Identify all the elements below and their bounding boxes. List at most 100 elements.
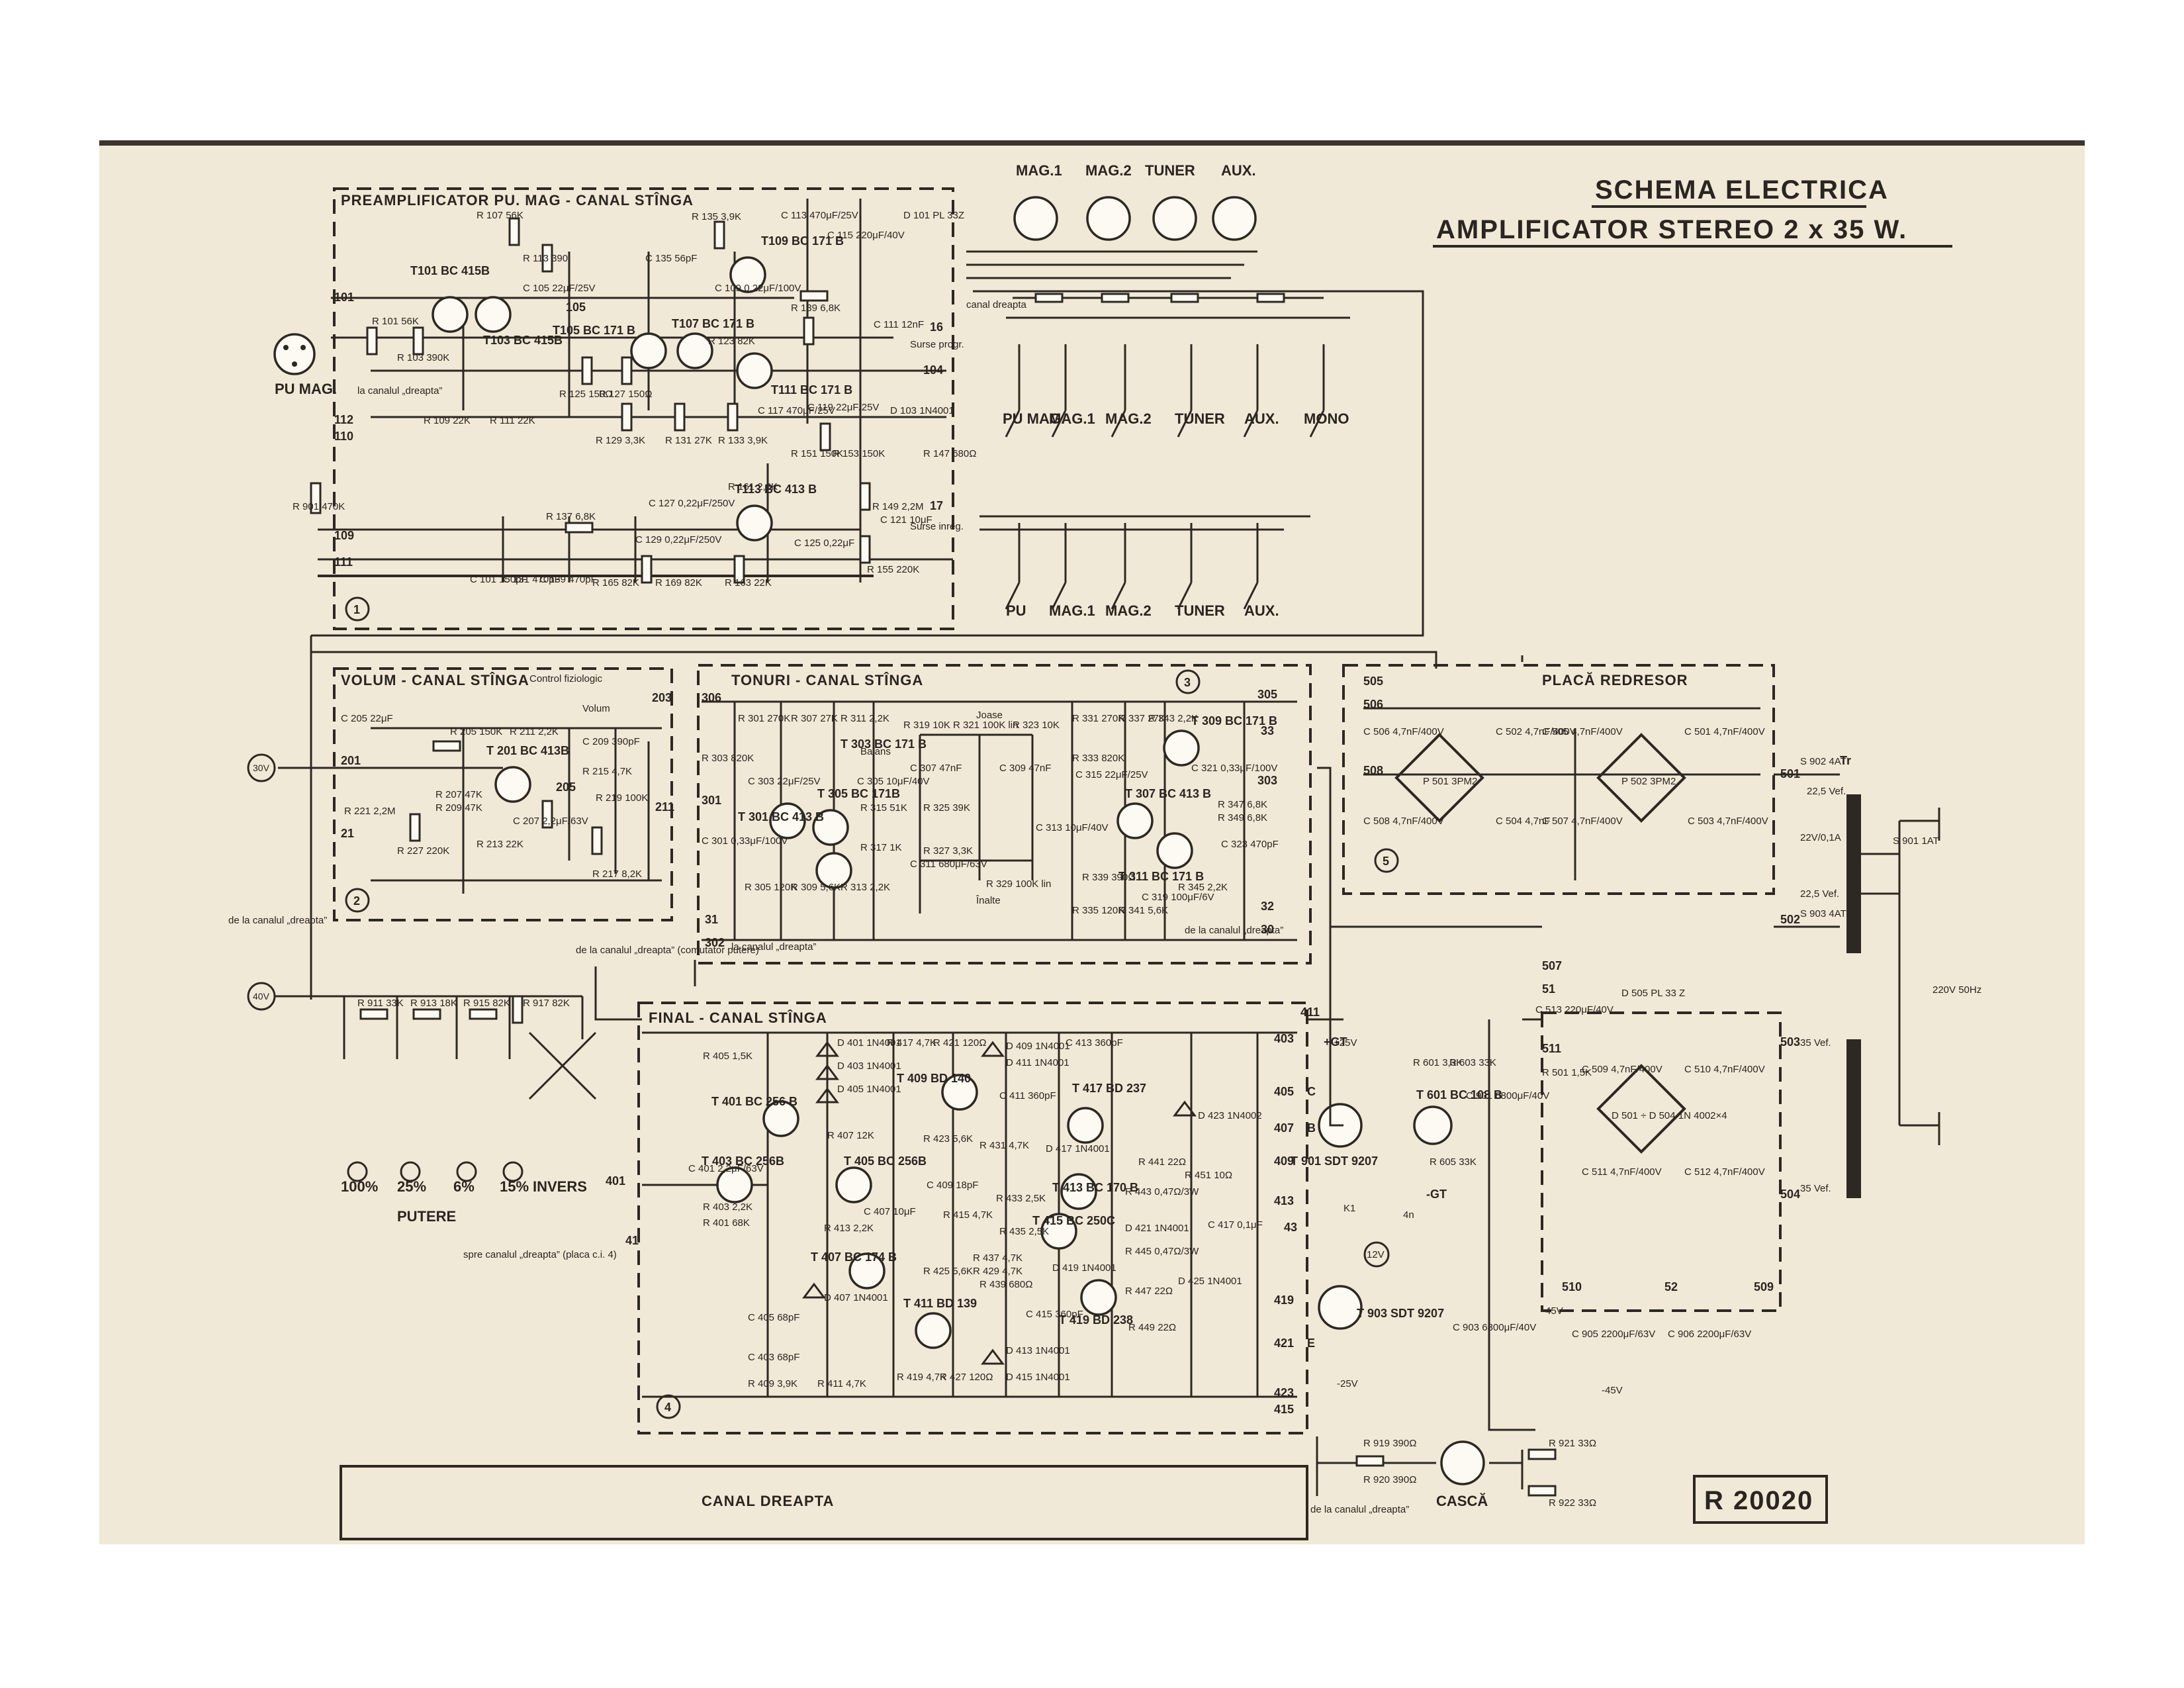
svg-text:C 415 360pF: C 415 360pF [1026, 1309, 1083, 1320]
svg-text:R 403 2,2K: R 403 2,2K [703, 1201, 752, 1213]
svg-text:TUNER: TUNER [1145, 162, 1195, 179]
balans-label: Balans [860, 746, 891, 757]
svg-text:P 502 3PM2: P 502 3PM2 [1621, 776, 1676, 787]
svg-text:R 501 1,5K: R 501 1,5K [1542, 1067, 1592, 1078]
svg-text:C 502 4,7nF/400V: C 502 4,7nF/400V [1496, 726, 1576, 737]
svg-text:T109 BC 171 B: T109 BC 171 B [761, 234, 844, 248]
preamp-block-number: 1 [353, 603, 360, 616]
svg-text:30: 30 [1261, 923, 1274, 936]
svg-text:R 347 6,8K: R 347 6,8K [1218, 799, 1267, 810]
svg-text:C 111 12nF: C 111 12nF [874, 319, 924, 330]
svg-text:R 215 4,7K: R 215 4,7K [582, 766, 632, 777]
svg-text:R 435 2,5K: R 435 2,5K [999, 1226, 1049, 1237]
svg-text:P 501 3PM2: P 501 3PM2 [1423, 776, 1477, 787]
svg-text:AUX.: AUX. [1221, 162, 1256, 179]
surse-inreg-label: Surse inreg. [910, 521, 964, 532]
svg-text:+25V: +25V [1334, 1037, 1357, 1049]
12v-marker [1363, 1241, 1390, 1268]
svg-text:41: 41 [625, 1234, 639, 1247]
svg-text:100%: 100% [341, 1178, 378, 1195]
surse-progr-label: Surse progr. [910, 339, 964, 350]
svg-text:R 307 27K: R 307 27K [791, 713, 838, 724]
svg-text:R 919 390Ω: R 919 390Ω [1363, 1438, 1416, 1449]
svg-text:D 413 1N4001: D 413 1N4001 [1006, 1345, 1070, 1356]
svg-text:R 315 51K: R 315 51K [860, 802, 907, 814]
svg-text:35 Vef.: 35 Vef. [1800, 1183, 1831, 1194]
svg-text:R 153 150K: R 153 150K [833, 448, 885, 459]
svg-text:R 313 2,2K: R 313 2,2K [841, 882, 890, 893]
svg-text:C 417 0,1μF: C 417 0,1μF [1208, 1219, 1263, 1231]
svg-text:R 409 3,9K: R 409 3,9K [748, 1378, 797, 1389]
svg-text:T 417 BD 237: T 417 BD 237 [1072, 1082, 1146, 1095]
svg-text:T107 BC 171 B: T107 BC 171 B [672, 317, 754, 330]
svg-text:C 513 220μF/40V: C 513 220μF/40V [1535, 1004, 1614, 1015]
input-40v-text: 40V [253, 991, 270, 1002]
svg-text:R 922 33Ω: R 922 33Ω [1549, 1497, 1596, 1509]
power-switch-labels: R 911 33K R 913 18K R 915 82K R 917 82K … [341, 945, 759, 1260]
svg-text:C 109 0,22μF/100V: C 109 0,22μF/100V [715, 283, 801, 294]
svg-text:306: 306 [702, 691, 721, 704]
svg-text:R 917 82K: R 917 82K [523, 998, 570, 1009]
svg-text:R 349 6,8K: R 349 6,8K [1218, 812, 1267, 823]
svg-text:R 325 39K: R 325 39K [923, 802, 970, 814]
svg-text:R 149 2,2M: R 149 2,2M [872, 501, 924, 512]
redresor-block-label: PLACĂ REDRESOR [1542, 672, 1688, 688]
selector-top-labels: PU MAG. MAG.1 MAG.2 TUNER AUX. MONO [1003, 410, 1349, 427]
svg-text:C 504 4,7nF: C 504 4,7nF [1496, 816, 1551, 827]
svg-text:R 213 22K: R 213 22K [477, 839, 523, 850]
svg-text:4n: 4n [1403, 1209, 1414, 1221]
svg-text:503: 503 [1780, 1035, 1800, 1049]
svg-text:D 419 1N4001: D 419 1N4001 [1052, 1262, 1116, 1274]
svg-text:T 415 BC 250C: T 415 BC 250C [1032, 1214, 1115, 1227]
svg-text:D 423 1N4002: D 423 1N4002 [1198, 1110, 1262, 1121]
svg-text:C 115 220μF/40V: C 115 220μF/40V [827, 230, 905, 241]
svg-text:52: 52 [1664, 1280, 1678, 1293]
svg-text:R 151 150K: R 151 150K [791, 448, 843, 459]
svg-text:R 209 47K: R 209 47K [435, 802, 482, 814]
casca-note: de la canalul „dreapta” [1310, 1504, 1409, 1515]
svg-text:409: 409 [1274, 1154, 1294, 1168]
svg-text:D 415 1N4001: D 415 1N4001 [1006, 1372, 1070, 1383]
svg-text:506: 506 [1363, 698, 1383, 711]
svg-text:R 439 680Ω: R 439 680Ω [979, 1279, 1032, 1290]
svg-text:R 163 22K: R 163 22K [725, 577, 772, 588]
final-block-label: FINAL - CANAL STÎNGA [649, 1009, 827, 1026]
svg-text:403: 403 [1274, 1032, 1294, 1045]
svg-text:32: 32 [1261, 900, 1274, 913]
svg-text:S 902 4AT: S 902 4AT [1800, 756, 1846, 767]
svg-text:R 331 270K: R 331 270K [1072, 713, 1124, 724]
svg-text:R 303 820K: R 303 820K [702, 753, 754, 764]
svg-text:T 409 BD 140: T 409 BD 140 [897, 1072, 971, 1085]
svg-text:109: 109 [334, 529, 354, 542]
svg-text:R 603 33K: R 603 33K [1449, 1057, 1496, 1068]
svg-text:R 339 390Ω: R 339 390Ω [1082, 872, 1135, 883]
final-nodes: 401 403 405 407 409 411 413 415 419 421 … [606, 1006, 1447, 1416]
tonuri-component-labels: T 301 BC 413 B T 303 BC 171 B T 305 BC 1… [702, 688, 1279, 949]
svg-text:TUNER: TUNER [1175, 410, 1225, 427]
svg-text:T105 BC 171 B: T105 BC 171 B [553, 324, 635, 337]
svg-text:R 221 2,2M: R 221 2,2M [344, 806, 396, 817]
redresor-block-number: 5 [1383, 855, 1389, 868]
schematic-title: SCHEMA ELECTRICA [1595, 175, 1889, 205]
svg-text:T 405 BC 256B: T 405 BC 256B [844, 1154, 927, 1168]
svg-text:T 419 BD 238: T 419 BD 238 [1059, 1313, 1133, 1327]
svg-text:T 601 BC 108 B: T 601 BC 108 B [1416, 1088, 1502, 1102]
svg-text:C 405 68pF: C 405 68pF [748, 1312, 799, 1323]
svg-text:D 405 1N4001: D 405 1N4001 [837, 1084, 901, 1095]
svg-text:R 129 3,3K: R 129 3,3K [596, 435, 645, 446]
svg-text:C 307 47nF: C 307 47nF [910, 763, 962, 774]
redresor-labels: P 501 3PM2 P 502 3PM2 D 501 ÷ D 504 1N 4… [1363, 675, 1981, 1396]
svg-text:D 501 ÷ D 504 1N 4002×4: D 501 ÷ D 504 1N 4002×4 [1612, 1110, 1727, 1121]
tonuri-block-label: TONURI - CANAL STÎNGA [731, 672, 923, 688]
svg-text:C 507 4,7nF/400V: C 507 4,7nF/400V [1542, 816, 1623, 827]
svg-text:R 309 5,6K: R 309 5,6K [791, 882, 841, 893]
paper-shadow-top [99, 140, 2085, 146]
svg-text:MAG.1: MAG.1 [1016, 162, 1062, 179]
svg-text:419: 419 [1274, 1293, 1294, 1307]
pu-mag-socket: PU MAG. [273, 333, 337, 397]
svg-text:R 333 820K: R 333 820K [1072, 753, 1124, 764]
svg-text:C 301 0,33μF/100V: C 301 0,33μF/100V [702, 835, 788, 847]
svg-text:C 323 470pF: C 323 470pF [1221, 839, 1279, 850]
svg-text:R 139 6,8K: R 139 6,8K [791, 303, 841, 314]
svg-text:C 906 2200μF/63V: C 906 2200μF/63V [1668, 1329, 1751, 1340]
